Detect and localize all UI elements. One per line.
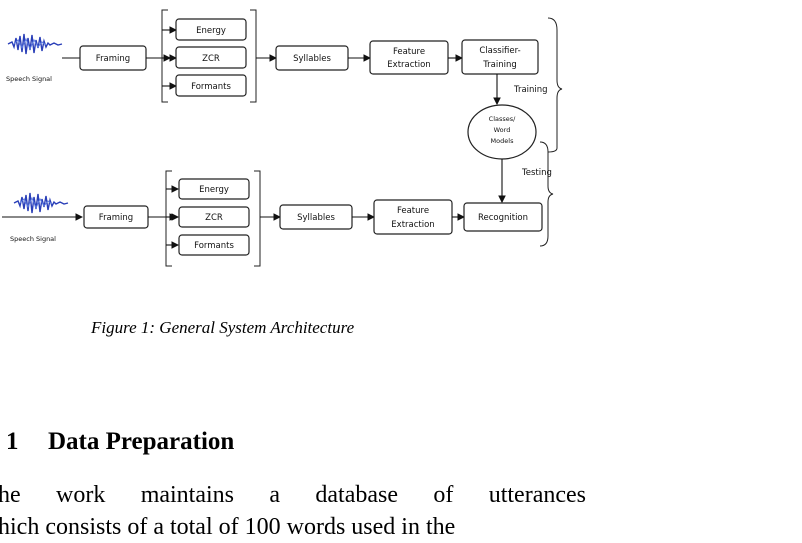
models-label-line3: Models — [491, 137, 515, 145]
testing-brace-label: Testing — [521, 168, 552, 178]
zcr-box-testing — [178, 206, 250, 228]
formants-label-testing: Formants — [194, 241, 234, 251]
energy-label-testing: Energy — [199, 185, 229, 195]
section-heading: 1 Data Preparation — [6, 428, 234, 456]
zcr-label: ZCR — [202, 54, 220, 64]
formants-box-testing — [178, 234, 250, 256]
energy-box-training — [175, 18, 247, 41]
testing-brace — [539, 141, 554, 247]
feature-label-line1: Feature — [393, 47, 425, 57]
zcr-label-testing: ZCR — [205, 213, 223, 223]
models-label-line2: Word — [494, 126, 511, 134]
energy-box-testing — [178, 178, 250, 200]
classifier-label-line1: Classifier- — [479, 46, 520, 56]
syllables-label: Syllables — [293, 54, 331, 64]
models-label-line1: Classes/ — [489, 115, 516, 123]
classifier-label-line2: Training — [482, 60, 517, 70]
body-text-line-2: hich consists of a total of 100 words us… — [0, 514, 456, 540]
feature-bracket-left-testing — [165, 170, 172, 267]
classifier-training-box — [461, 39, 539, 75]
feature-bracket-right-testing — [254, 170, 261, 267]
speech-waveform-testing — [13, 192, 69, 214]
feature-bracket-right — [250, 9, 257, 103]
feature-label-testing-line1: Feature — [397, 206, 429, 216]
feature-bracket-left — [161, 9, 168, 103]
energy-label: Energy — [196, 26, 226, 36]
recognition-box — [463, 202, 543, 232]
feature-label-line2: Extraction — [387, 60, 430, 70]
body-text-line-1: he work maintains a database of utteranc… — [0, 482, 586, 508]
section-number: 1 — [6, 428, 19, 455]
recognition-label: Recognition — [478, 213, 528, 223]
zcr-box-training — [175, 46, 247, 69]
speech-signal-label-testing: Speech Signal — [10, 235, 56, 243]
formants-label: Formants — [191, 82, 231, 92]
speech-waveform-training — [7, 33, 63, 55]
syllables-label-testing: Syllables — [297, 213, 335, 223]
section-title: Data Preparation — [48, 428, 235, 455]
architecture-diagram: Speech Signal Framing Energy ZCR Formant… — [2, 9, 563, 267]
speech-signal-label: Speech Signal — [6, 75, 52, 83]
training-brace-label: Training — [513, 85, 548, 95]
framing-label: Framing — [96, 54, 130, 64]
formants-box-training — [175, 74, 247, 97]
framing-label-testing: Framing — [99, 213, 133, 223]
training-brace — [547, 17, 563, 153]
figure-caption: Figure 1: General System Architecture — [91, 318, 355, 337]
feature-label-testing-line2: Extraction — [391, 220, 434, 230]
